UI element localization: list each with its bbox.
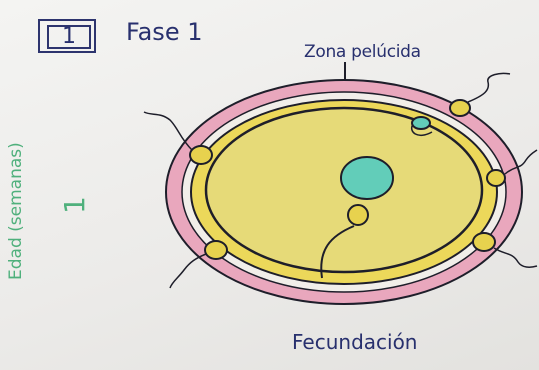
fertilizing-sperm-head — [348, 205, 368, 225]
sperm-cell-top-right — [450, 73, 510, 116]
oocyte-cytoplasm — [206, 108, 482, 272]
pronucleus — [341, 157, 393, 199]
sperm-in-zona — [412, 117, 430, 129]
